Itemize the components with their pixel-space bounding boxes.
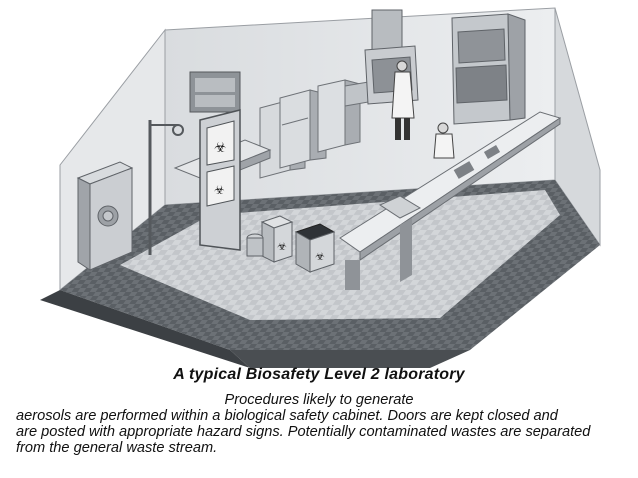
autoclave — [76, 161, 134, 271]
lab-illustration: ☣ ☣ ☣ ☣ — [40, 7, 601, 368]
lab-worker-seated — [433, 122, 455, 159]
lab-worker-standing — [391, 60, 415, 140]
description-line-3: are posted with appropriate hazard signs… — [16, 424, 591, 440]
floor — [40, 180, 600, 368]
figure-description: Procedures likely to generate aerosols a… — [16, 392, 622, 456]
biohazard-symbol-door-lower: ☣ — [214, 183, 225, 197]
lab-bench — [339, 111, 562, 290]
figure-title: A typical Biosafety Level 2 laboratory — [173, 366, 465, 383]
eyewash-station — [148, 120, 184, 255]
refrigerators — [259, 79, 381, 179]
wall-window — [189, 71, 241, 113]
biohazard-symbol-bin: ☣ — [277, 240, 287, 253]
description-line-2: aerosols are performed within a biologic… — [16, 408, 558, 424]
waste-bins: ☣ ☣ — [246, 215, 336, 273]
fume-hood — [451, 13, 526, 125]
lab-door: ☣ ☣ — [199, 109, 241, 251]
description-line-1: Procedures likely to generate — [224, 392, 414, 408]
biohazard-symbol-door: ☣ — [214, 140, 227, 156]
biohazard-symbol-bin-2: ☣ — [315, 250, 325, 263]
description-line-4: from the general waste stream. — [16, 440, 218, 456]
